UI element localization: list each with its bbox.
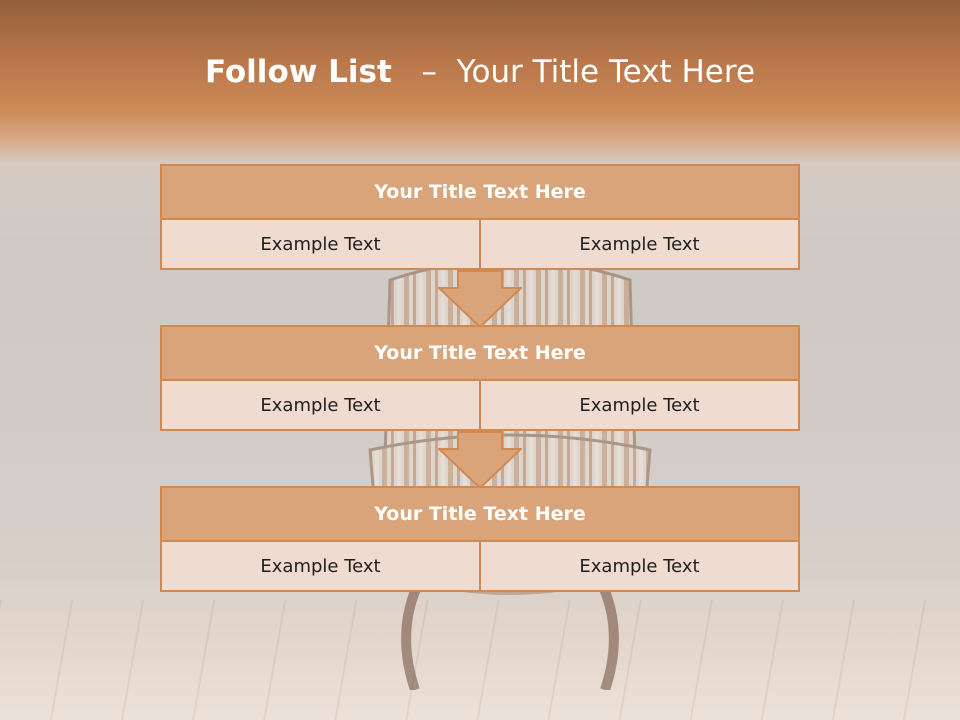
- follow-step-3: Your Title Text Here Example Text Exampl…: [160, 486, 800, 592]
- step-row: Example Text Example Text: [160, 220, 800, 270]
- down-arrow-icon: [438, 270, 522, 328]
- title-bold-text: Follow List: [204, 54, 392, 90]
- step-right-text: Example Text: [481, 220, 800, 270]
- step-right-text: Example Text: [481, 542, 800, 592]
- title-separator: –: [421, 54, 437, 90]
- slide-title: Follow List – Your Title Text Here: [0, 54, 960, 90]
- step-left-text: Example Text: [160, 381, 481, 431]
- down-arrow-icon: [438, 431, 522, 489]
- step-right-text: Example Text: [481, 381, 800, 431]
- follow-step-2: Your Title Text Here Example Text Exampl…: [160, 325, 800, 431]
- step-title: Your Title Text Here: [160, 486, 800, 542]
- floor-boards-image: [0, 600, 960, 720]
- step-row: Example Text Example Text: [160, 381, 800, 431]
- step-title: Your Title Text Here: [160, 325, 800, 381]
- step-row: Example Text Example Text: [160, 542, 800, 592]
- title-rest-text: Your Title Text Here: [456, 54, 756, 90]
- step-title: Your Title Text Here: [160, 164, 800, 220]
- step-left-text: Example Text: [160, 542, 481, 592]
- step-left-text: Example Text: [160, 220, 481, 270]
- follow-step-1: Your Title Text Here Example Text Exampl…: [160, 164, 800, 270]
